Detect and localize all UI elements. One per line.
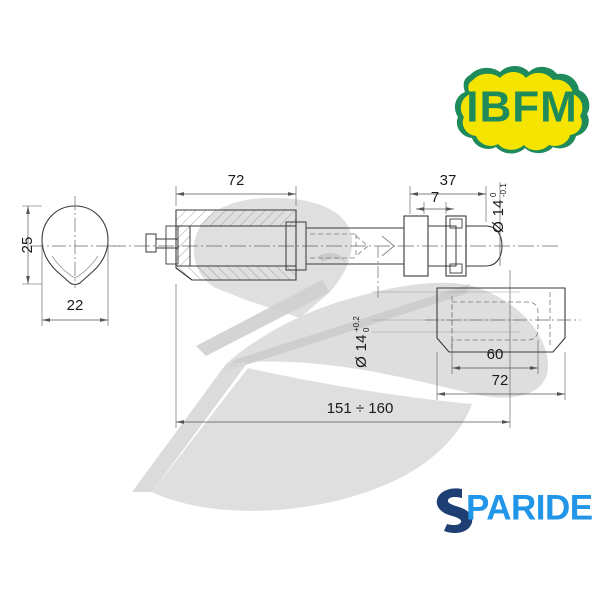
overlay-disc-tail bbox=[196, 280, 330, 356]
dim37-label: 37 bbox=[440, 172, 457, 189]
cylinder-body-lower-wall bbox=[175, 265, 297, 281]
pin-diameter-callout: Ø 14 0 -0.1 bbox=[489, 183, 508, 233]
shaft-inner-tip bbox=[381, 235, 395, 257]
pin-diameter-lower-tol: -0.1 bbox=[499, 183, 508, 197]
cylinder-rotor bbox=[189, 225, 287, 267]
bore-diameter-value: 14 bbox=[353, 335, 370, 352]
bore-diameter-symbol: Ø bbox=[353, 356, 370, 368]
retaining-ring-top bbox=[449, 218, 463, 229]
paride-logo: PARIDE bbox=[436, 488, 593, 533]
profile-view-group: 25 22 bbox=[19, 196, 120, 326]
cylinder-screw-head bbox=[145, 233, 157, 253]
retaining-ring-bottom bbox=[449, 263, 463, 274]
ibfm-logo: IBFM bbox=[454, 66, 590, 154]
dim72block-label: 72 bbox=[492, 372, 509, 389]
profile-height-label: 25 bbox=[19, 237, 36, 254]
shaft-hidden-point bbox=[355, 235, 369, 257]
bore-diameter-lower-tol: 0 bbox=[362, 327, 371, 332]
paride-logo-swoosh bbox=[436, 488, 473, 533]
teardrop-inner-arc bbox=[51, 255, 99, 279]
cylinder-body-outline bbox=[175, 209, 297, 281]
dim-overall-label: 151 ÷ 160 bbox=[327, 400, 394, 417]
cylinder-body-upper-wall bbox=[175, 209, 297, 227]
pin-diameter-upper-tol: 0 bbox=[489, 192, 498, 197]
cylinder-rotor-step bbox=[285, 221, 307, 271]
cylinder-screw-boss bbox=[165, 225, 179, 265]
bore-diameter-callout: Ø 14 +0.2 0 bbox=[352, 316, 371, 368]
shaded-overlay-shapes bbox=[132, 197, 548, 511]
bore-diameter-upper-tol: +0.2 bbox=[352, 316, 361, 332]
ibfm-logo-text: IBFM bbox=[466, 83, 578, 132]
overlay-crescent-tip bbox=[132, 362, 248, 492]
main-section-view-group: 72 37 7 Ø 14 0 -0.1 Ø 14 +0.2 0 bbox=[110, 172, 560, 428]
dim7-label: 7 bbox=[431, 189, 439, 206]
dim72-label: 72 bbox=[228, 172, 245, 189]
paride-logo-text: PARIDE bbox=[466, 488, 593, 527]
overlay-crescent-lower bbox=[152, 368, 472, 511]
ibfm-logo-badge-inner bbox=[460, 72, 583, 151]
overlay-crescent-edge bbox=[224, 284, 470, 372]
profile-width-label: 22 bbox=[67, 297, 84, 314]
shaft-rounded-tip bbox=[465, 225, 503, 267]
shaft-neck bbox=[427, 225, 457, 267]
dim60-label: 60 bbox=[487, 346, 504, 363]
pin-diameter-symbol: Ø bbox=[490, 221, 507, 233]
block-outline bbox=[436, 287, 566, 353]
overlay-disc-notch bbox=[318, 253, 346, 262]
block-view-group: 60 72 bbox=[372, 287, 580, 400]
pin-diameter-value: 14 bbox=[490, 200, 507, 217]
block-hidden-cavity bbox=[451, 301, 539, 341]
shaft-hidden-bore bbox=[310, 233, 357, 259]
cylinder-screw-shank bbox=[155, 238, 179, 249]
